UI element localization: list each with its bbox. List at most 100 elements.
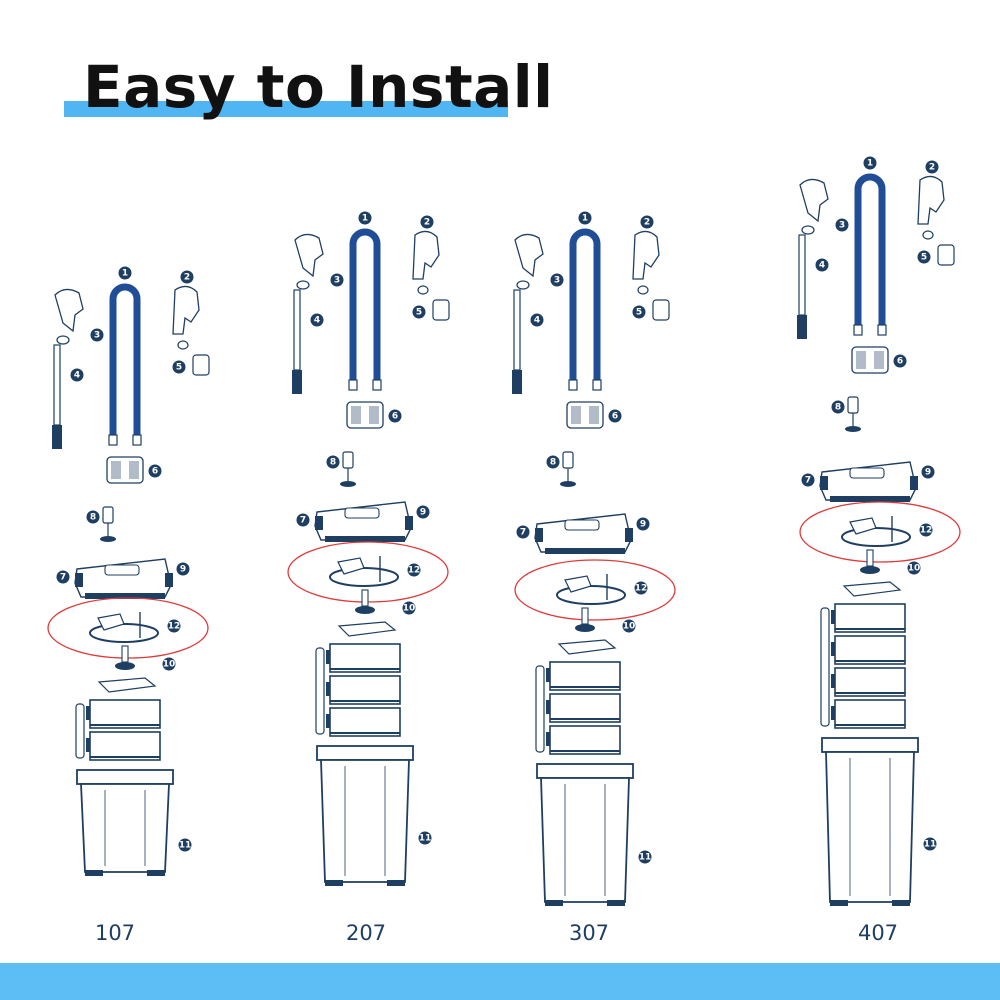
- intake-hook: [514, 233, 544, 278]
- o-ring: [841, 527, 911, 547]
- media-tray: [834, 603, 906, 633]
- part-number-marker: 12: [167, 619, 181, 633]
- part-number-marker: 5: [917, 250, 931, 264]
- part-number: 6: [392, 412, 398, 422]
- part-number-marker: 12: [919, 523, 933, 537]
- part-number-marker: 4: [815, 258, 829, 272]
- part-number: 10: [403, 604, 416, 614]
- part-number-marker: 7: [296, 513, 310, 527]
- media-tray: [329, 675, 401, 705]
- part-number: 3: [334, 276, 340, 286]
- part-number-marker: 3: [550, 273, 564, 287]
- intake-pipe: [293, 289, 301, 371]
- part-number-marker: 2: [640, 215, 654, 229]
- model-label: 307: [569, 921, 609, 945]
- part-number: 5: [921, 253, 927, 263]
- part-number-marker: 7: [56, 570, 70, 584]
- media-tray: [549, 693, 621, 723]
- part-number-marker: 11: [178, 838, 192, 852]
- bottom-accent-bar: [0, 963, 1000, 1000]
- part-number: 12: [168, 622, 181, 632]
- latch: [165, 573, 173, 587]
- hose-connector: [853, 324, 863, 336]
- part-number-marker: 11: [418, 831, 432, 845]
- canister-foot: [85, 870, 103, 876]
- part-number-marker: 10: [622, 619, 636, 633]
- part-number-marker: 3: [330, 273, 344, 287]
- hose: [349, 228, 381, 380]
- primer: [342, 451, 354, 469]
- valve-block: [346, 401, 384, 429]
- impeller: [564, 575, 592, 593]
- part-number-marker: 11: [923, 837, 937, 851]
- part-number: 5: [416, 308, 422, 318]
- part-number-marker: 4: [310, 313, 324, 327]
- o-ring: [556, 585, 626, 605]
- hose-connector: [108, 434, 118, 446]
- o-ring: [329, 567, 399, 587]
- outlet-nozzle: [937, 244, 955, 266]
- part-number-marker: 1: [358, 211, 372, 225]
- part-number-marker: 10: [907, 561, 921, 575]
- latch: [405, 516, 413, 530]
- outlet-nozzle: [652, 299, 670, 321]
- part-number-marker: 1: [578, 211, 592, 225]
- latch: [910, 476, 918, 490]
- suction-cup: [801, 225, 815, 235]
- media-tray: [834, 699, 906, 729]
- intake-hook: [294, 233, 324, 278]
- suction-cup: [177, 340, 189, 350]
- media-tray: [549, 661, 621, 691]
- part-number-marker: 12: [634, 581, 648, 595]
- primer: [102, 506, 114, 524]
- part-number: 5: [636, 308, 642, 318]
- part-number: 5: [176, 363, 182, 373]
- part-number-marker: 4: [530, 313, 544, 327]
- part-number: 9: [925, 468, 931, 478]
- part-number-marker: 2: [420, 215, 434, 229]
- media-plate: [337, 621, 397, 637]
- part-number: 6: [152, 467, 158, 477]
- part-number-marker: 5: [412, 305, 426, 319]
- part-number: 7: [60, 573, 66, 583]
- part-number: 11: [924, 840, 937, 850]
- part-number-marker: 6: [893, 354, 907, 368]
- part-number: 8: [835, 403, 841, 413]
- latch: [820, 476, 828, 490]
- part-number: 3: [839, 221, 845, 231]
- handle-strap: [75, 703, 85, 759]
- canister: [540, 777, 630, 903]
- intake-strainer: [52, 425, 62, 449]
- latch: [315, 516, 323, 530]
- outlet-hook: [917, 175, 945, 225]
- part-number: 8: [330, 458, 336, 468]
- media-plate: [97, 677, 157, 693]
- latch: [625, 528, 633, 542]
- part-number: 6: [897, 357, 903, 367]
- page-title: Easy to Install: [83, 53, 554, 121]
- latch: [535, 528, 543, 542]
- intake-strainer: [292, 370, 302, 394]
- o-ring: [89, 623, 159, 643]
- handle-strap: [820, 607, 830, 727]
- part-number-marker: 2: [925, 160, 939, 174]
- outlet-hook: [412, 230, 440, 280]
- part-number-marker: 6: [148, 464, 162, 478]
- media-tray: [834, 667, 906, 697]
- part-number-marker: 9: [416, 505, 430, 519]
- media-tray: [329, 643, 401, 673]
- part-number-marker: 12: [407, 563, 421, 577]
- part-number: 12: [920, 526, 933, 536]
- part-number-marker: 7: [516, 525, 530, 539]
- model-label: 107: [95, 921, 135, 945]
- part-number-marker: 8: [86, 510, 100, 524]
- suction-cup: [296, 280, 310, 290]
- hose-connector: [568, 379, 578, 391]
- hose-connector: [372, 379, 382, 391]
- suction-cup: [637, 285, 649, 295]
- intake-pipe: [798, 234, 806, 316]
- model-label: 207: [346, 921, 386, 945]
- part-number: 12: [408, 566, 421, 576]
